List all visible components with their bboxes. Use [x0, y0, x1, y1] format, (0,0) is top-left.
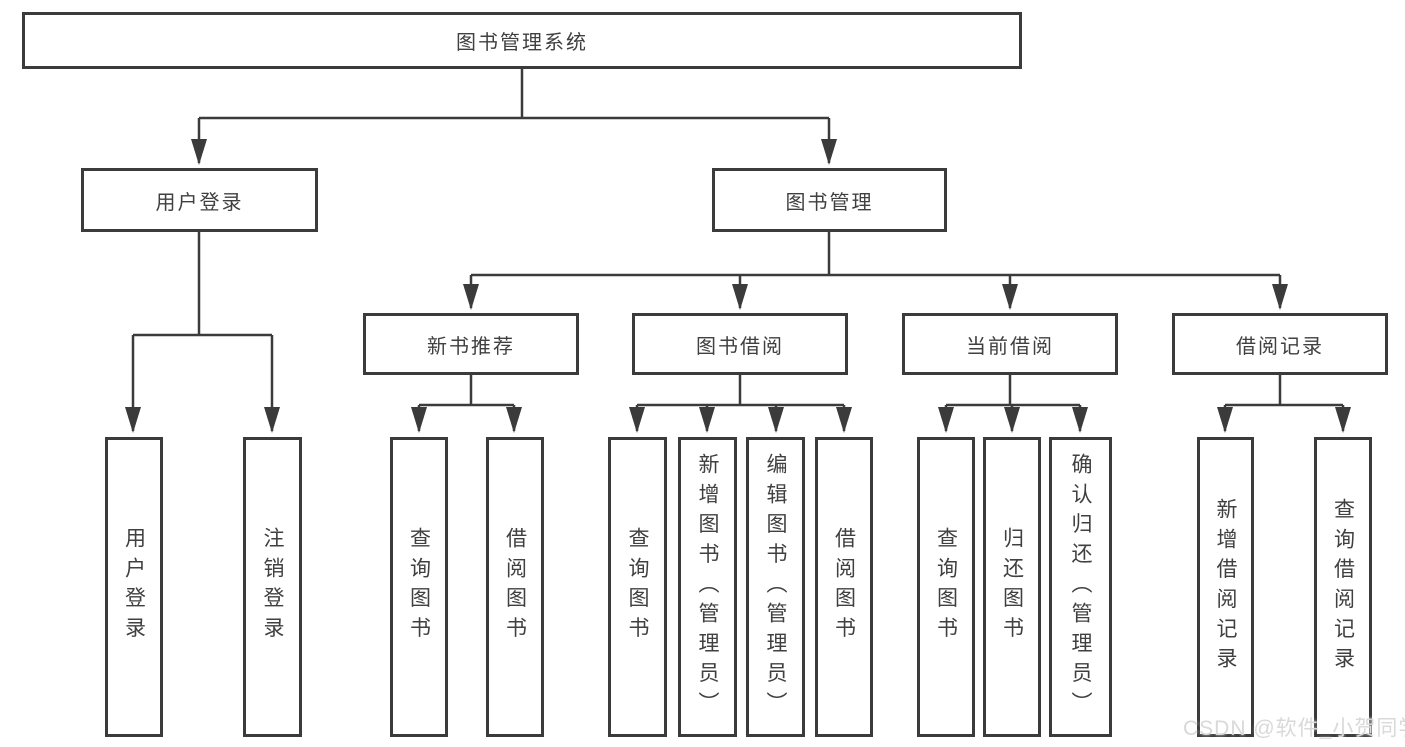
node-label: 查询借阅记录 [1331, 497, 1355, 677]
node-label: 图书管理系统 [456, 32, 588, 54]
node-label: 用户登录 [155, 191, 244, 214]
node-user-login: 用户登录 [81, 168, 318, 232]
node-label: 查询图书 [407, 527, 431, 647]
node-label: 注销登录 [261, 527, 284, 647]
node-label: 查询图书 [934, 527, 958, 647]
node-library-management-system: 图书管理系统 [22, 12, 1022, 69]
node-label: 新书推荐 [427, 335, 515, 358]
node-add-books-admin: 新增图书（管理员） [678, 437, 737, 737]
node-add-borrow-record: 新增借阅记录 [1197, 437, 1254, 737]
node-confirm-return-admin: 确认归还（管理员） [1049, 437, 1112, 737]
node-label: 确认归还（管理员） [1069, 452, 1092, 722]
node-current-borrowing: 当前借阅 [902, 313, 1118, 375]
node-user-login-leaf: 用户登录 [105, 437, 163, 737]
node-query-books-borrowing: 查询图书 [608, 437, 667, 737]
node-label: 编辑图书（管理员） [764, 452, 787, 722]
node-label: 新增借阅记录 [1214, 497, 1237, 677]
node-borrowing-records: 借阅记录 [1172, 313, 1388, 375]
node-borrow-books: 借阅图书 [815, 437, 873, 737]
node-label: 查询图书 [626, 527, 649, 647]
node-label: 借阅记录 [1236, 335, 1324, 358]
node-label: 借阅图书 [503, 527, 527, 647]
node-logout: 注销登录 [243, 437, 302, 737]
node-label: 用户登录 [122, 527, 146, 647]
csdn-watermark: CSDN @软件_小贺同学 [1183, 717, 1405, 740]
node-label: 图书管理 [785, 191, 874, 214]
node-label: 归还图书 [1000, 527, 1024, 647]
node-edit-books-admin: 编辑图书（管理员） [746, 437, 805, 737]
node-query-books-recommend: 查询图书 [390, 437, 448, 737]
node-borrow-books-recommend: 借阅图书 [486, 437, 544, 737]
node-label: 当前借阅 [966, 335, 1054, 358]
node-new-book-recommendation: 新书推荐 [363, 313, 579, 375]
node-label: 图书借阅 [696, 335, 784, 358]
node-book-management: 图书管理 [712, 168, 947, 232]
node-book-borrowing: 图书借阅 [632, 313, 848, 375]
node-label: 借阅图书 [832, 527, 856, 647]
connector-group [125, 68, 1351, 433]
node-query-books-current: 查询图书 [917, 437, 975, 737]
node-query-borrow-record: 查询借阅记录 [1314, 437, 1372, 737]
node-label: 新增图书（管理员） [696, 452, 719, 722]
node-return-books: 归还图书 [983, 437, 1041, 737]
